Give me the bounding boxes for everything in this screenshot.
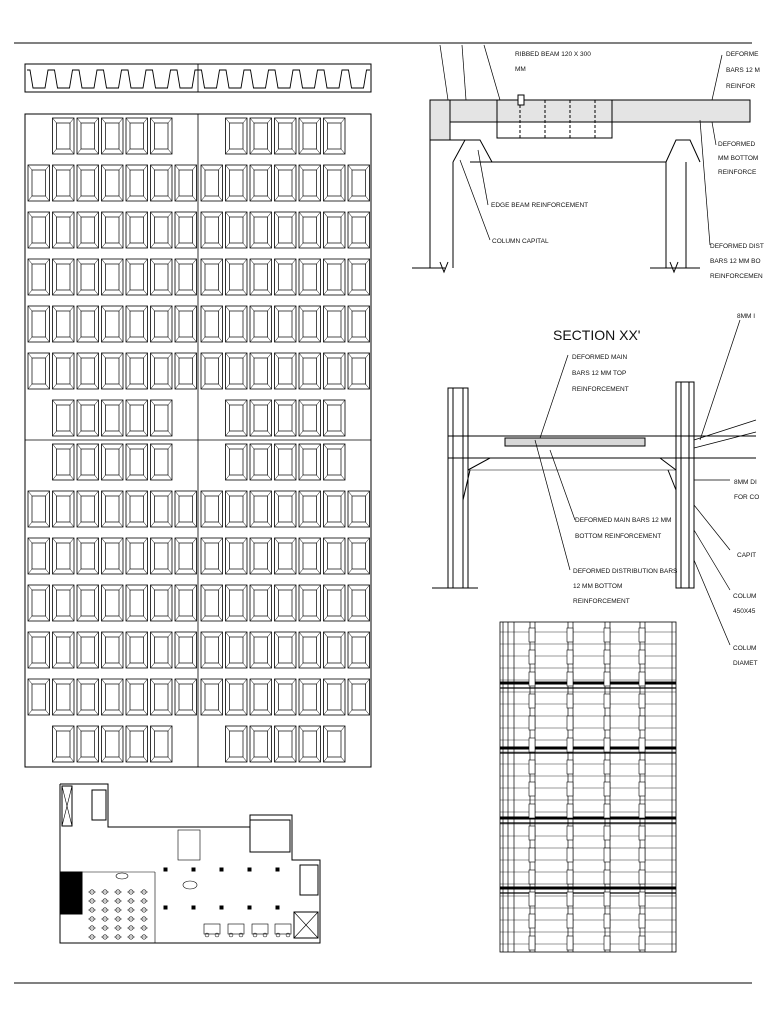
- label-main-bottom: DEFORMED MAIN BARS 12 MM: [575, 517, 671, 524]
- label-column-size-2: 450X45: [733, 608, 756, 615]
- label-deformed-bottom-right-3: REINFORCE: [718, 169, 757, 176]
- label-ribbed-beam: RIBBED BEAM 120 X 300: [515, 51, 591, 58]
- flat-slab-section: [432, 319, 757, 646]
- label-main-top-3: REINFORCEMENT: [572, 386, 629, 393]
- waffle-slab-plan: [24, 113, 372, 768]
- label-main-top-2: BARS 12 MM TOP: [572, 370, 626, 377]
- label-8mm-mid-2: FOR CO: [734, 494, 759, 501]
- label-main-bottom-2: BOTTOM REINFORCEMENT: [575, 533, 661, 540]
- label-main-top: DEFORMED MAIN: [572, 354, 628, 361]
- label-edge-beam: EDGE BEAM REINFORCEMENT: [491, 202, 588, 209]
- label-deformed-distribution: DEFORMED DIST: [710, 243, 764, 250]
- label-column-diameter-2: DIAMET: [733, 660, 758, 667]
- label-column-capital: COLUMN CAPITAL: [492, 238, 549, 245]
- ribbed-slab-section: [412, 44, 751, 274]
- label-deformed-distribution-2: BARS 12 MM BO: [710, 258, 761, 265]
- label-capital: CAPIT: [737, 552, 756, 559]
- label-deformed-bottom-right-2: MM BOTTOM: [718, 155, 758, 162]
- label-deformed-top-right: DEFORME: [726, 51, 759, 58]
- label-distribution-bottom-3: REINFORCEMENT: [573, 598, 630, 605]
- label-8mm-top: 8MM I: [737, 313, 755, 320]
- label-ribbed-beam-unit: MM: [515, 66, 526, 73]
- label-column-diameter: COLUM: [733, 645, 756, 652]
- label-column-size: COLUM: [733, 593, 756, 600]
- label-distribution-bottom-2: 12 MM BOTTOM: [573, 583, 622, 590]
- reinforcement-grid-plan: [499, 621, 677, 953]
- floor-plan: [59, 783, 321, 944]
- section-title: SECTION XX': [553, 327, 640, 343]
- label-deformed-top-right-2: BARS 12 M: [726, 67, 760, 74]
- annotation-labels: RIBBED BEAM 120 X 300 MM DEFORME BARS 12…: [491, 51, 764, 667]
- label-deformed-top-right-3: REINFOR: [726, 83, 756, 90]
- label-8mm-mid: 8MM DI: [734, 479, 757, 486]
- waffle-slab-section-strip: [24, 63, 372, 93]
- label-distribution-bottom: DEFORMED DISTRIBUTION BARS: [573, 568, 678, 575]
- label-deformed-distribution-3: REINFORCEMEN: [710, 273, 763, 280]
- label-deformed-bottom-right: DEFORMED: [718, 141, 756, 148]
